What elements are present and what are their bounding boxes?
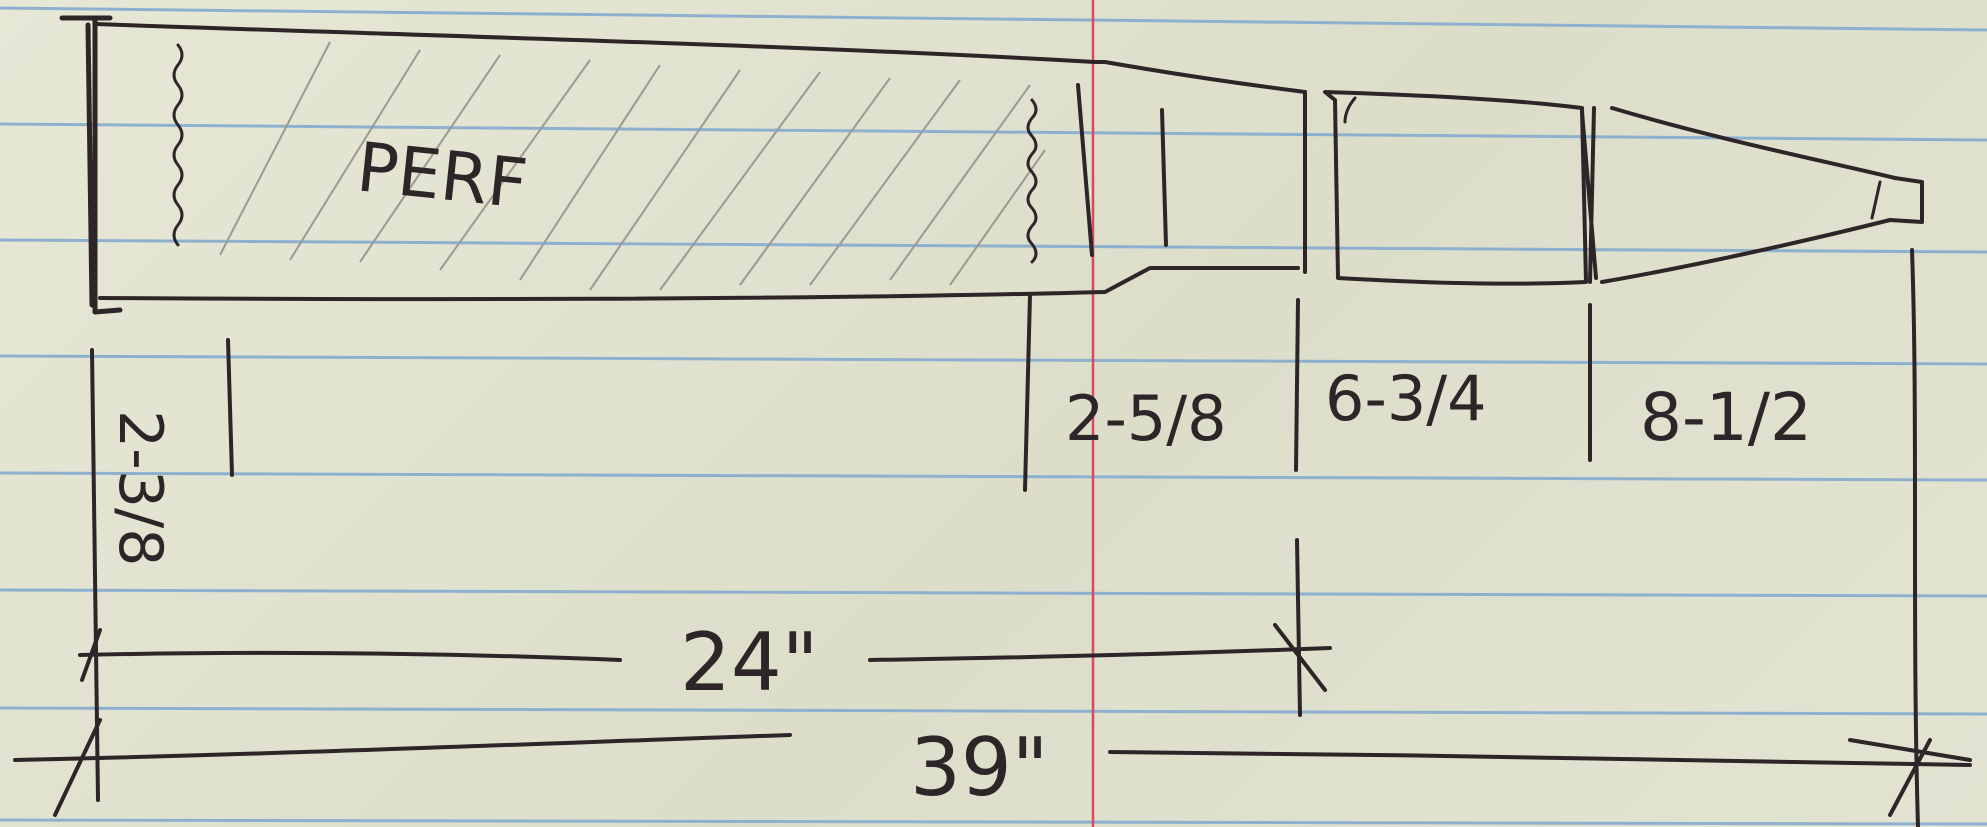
perf-start-boundary bbox=[172, 43, 184, 247]
section-4-taper bbox=[1600, 106, 1924, 284]
dimension-line-24 bbox=[78, 646, 1332, 662]
section-3-mark bbox=[1343, 96, 1357, 124]
ruled-line bbox=[0, 818, 1987, 826]
section-perf-height-label: 2-3/8 bbox=[105, 410, 175, 566]
ruled-line bbox=[0, 6, 1987, 32]
dimension-line-39-ends bbox=[53, 718, 1972, 817]
ruled-lines bbox=[0, 6, 1987, 826]
dim-tick bbox=[1294, 298, 1300, 472]
ruled-line bbox=[0, 238, 1987, 254]
perf-end-boundary bbox=[1026, 98, 1038, 264]
right-extent-line bbox=[1910, 248, 1920, 827]
ruled-line bbox=[0, 706, 1987, 716]
height-bracket bbox=[226, 338, 234, 477]
perf-label: PERF bbox=[353, 128, 531, 224]
left-end-cap bbox=[59, 15, 123, 315]
perf-hatching bbox=[219, 41, 1046, 291]
taper-tip-mark bbox=[1870, 180, 1882, 220]
ruled-line bbox=[0, 588, 1987, 598]
section-3-label: 6-3/4 bbox=[1325, 362, 1487, 435]
section-4-label: 8-1/2 bbox=[1640, 379, 1812, 456]
ruled-line bbox=[0, 122, 1987, 142]
ruled-line bbox=[0, 354, 1987, 366]
section-2-label: 2-5/8 bbox=[1065, 382, 1227, 455]
perf-pipe-bottom-edge bbox=[98, 266, 1300, 302]
dim-tick bbox=[1295, 538, 1302, 717]
section-4-joint bbox=[1580, 106, 1598, 284]
dimension-39-label: 39" bbox=[910, 721, 1049, 814]
dimension-line-24-ends bbox=[80, 623, 1327, 692]
ruled-line bbox=[0, 471, 1987, 482]
dim-tick bbox=[1023, 293, 1032, 492]
dimension-24-label: 24" bbox=[680, 616, 819, 709]
dimension-line-39 bbox=[13, 733, 1972, 767]
section-3-box bbox=[1323, 90, 1588, 286]
perf-pipe-top-edge bbox=[93, 22, 1307, 94]
coupling-joint bbox=[1076, 83, 1168, 257]
